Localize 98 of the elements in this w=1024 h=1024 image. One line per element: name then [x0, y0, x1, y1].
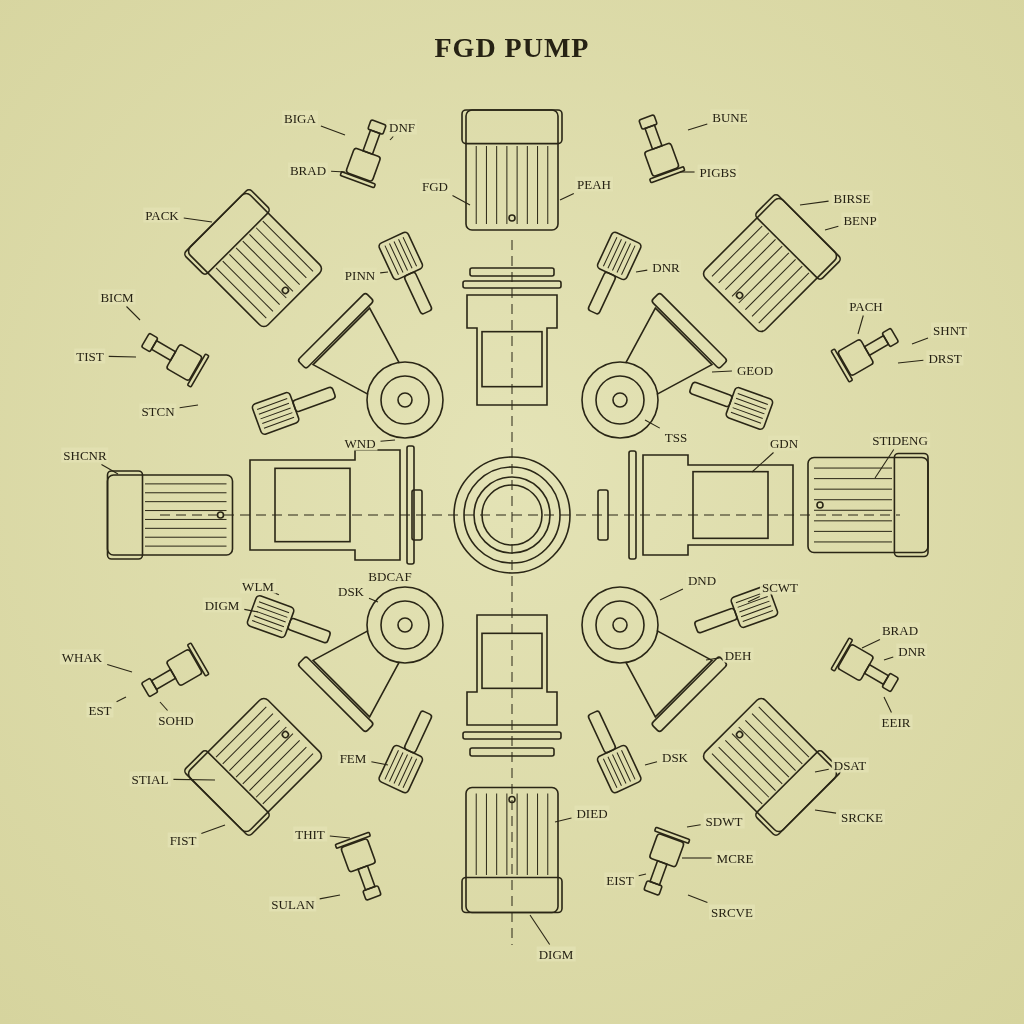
part-label: DEH [722, 647, 754, 663]
part-label: DND [685, 572, 719, 588]
leader-line [635, 269, 648, 273]
part-label: BICM [98, 289, 136, 305]
part-label: GDN [767, 435, 801, 451]
part-label: STCN [139, 403, 177, 419]
title: FGD PUMP [433, 32, 591, 64]
part-label: BENP [841, 212, 879, 228]
part-label: PINN [342, 267, 378, 283]
leader-line [644, 761, 658, 766]
part-label: EIST [604, 872, 636, 888]
part-label: STIDENG [870, 432, 930, 448]
leader-line [108, 355, 137, 358]
leader-line [370, 761, 389, 766]
part-label: MCRE [714, 850, 756, 866]
part-label: GEOD [734, 362, 776, 378]
leader-line [751, 451, 775, 473]
part-label: BDCAF [367, 568, 413, 584]
leader-line [100, 463, 119, 475]
leader-line [329, 835, 351, 839]
part-label: DSAT [831, 757, 869, 773]
leader-line [451, 194, 471, 206]
leader-line [687, 894, 708, 904]
part-label: DRST [926, 350, 964, 366]
part-label: DIGM [536, 946, 576, 962]
part-label: DIED [574, 805, 610, 821]
part-label: STIAL [129, 771, 171, 787]
part-label: SOHD [156, 712, 196, 728]
part-label: WLM [240, 578, 276, 594]
part-label: EEIR [879, 714, 913, 730]
part-label: BIRSE [831, 190, 873, 206]
leader-line [529, 914, 551, 946]
leader-line [368, 597, 379, 603]
part-label: SHNT [931, 322, 969, 338]
leader-line [824, 225, 839, 231]
part-label: PACH [847, 298, 885, 314]
part-label: BUNE [710, 109, 750, 125]
leader-line [243, 608, 259, 613]
part-label: BRAD [879, 622, 921, 638]
part-label: DIGM [202, 597, 242, 613]
leader-line [883, 696, 892, 714]
part-label: SULAN [269, 896, 317, 912]
leader-line [319, 894, 341, 900]
leader-line [799, 200, 830, 206]
part-label: THIT [293, 826, 327, 842]
part-label: FIST [167, 832, 199, 848]
leader-line [159, 701, 169, 712]
leader-line [747, 595, 761, 603]
part-label: WHAK [59, 649, 105, 665]
leader-line [814, 809, 837, 814]
part-label: DNR [650, 259, 682, 275]
part-label: SDWT [703, 813, 745, 829]
leader-line [883, 656, 894, 661]
part-label: SCWT [759, 579, 801, 595]
leader-line [644, 419, 661, 429]
part-label: EST [86, 702, 114, 718]
leader-line [686, 824, 702, 828]
leader-line [705, 657, 721, 661]
leader-line [116, 696, 127, 703]
leader-line [679, 171, 696, 173]
leader-line [389, 135, 394, 141]
part-label: PIGBS [697, 164, 739, 180]
leader-line [179, 404, 199, 409]
part-label: BIGA [282, 110, 318, 126]
leader-line [861, 638, 881, 649]
part-label: DNF [387, 119, 417, 135]
part-label: SHCNR [61, 447, 109, 463]
leader-line [125, 305, 141, 321]
leader-line [659, 588, 684, 601]
leader-line [200, 824, 226, 834]
part-label: DSK [660, 749, 690, 765]
leader-line [183, 217, 213, 223]
part-label: SRCKE [839, 809, 885, 825]
part-label: BRAD [287, 162, 329, 178]
part-label: TIST [74, 348, 106, 364]
part-label: FGD [420, 178, 450, 194]
leader-line [911, 337, 929, 345]
part-label: DNR [896, 643, 928, 659]
leader-line [874, 448, 895, 479]
leader-line [554, 817, 573, 823]
leader-line [711, 370, 733, 373]
leader-line [681, 857, 713, 859]
part-label: PACK [143, 207, 181, 223]
leader-line [897, 359, 924, 364]
leader-line [379, 439, 396, 442]
leader-line [687, 123, 708, 131]
part-label: FEM [337, 750, 369, 766]
leader-line [379, 271, 389, 274]
leader-line [320, 125, 346, 136]
part-label: SRCVE [709, 904, 755, 920]
leader-line [330, 170, 346, 173]
part-label: PEAH [575, 176, 613, 192]
leader-line [106, 664, 133, 673]
leader-line [638, 873, 647, 877]
leader-line [559, 192, 575, 201]
leader-line [814, 768, 830, 773]
leader-line [172, 778, 216, 781]
leader-line [857, 314, 864, 335]
